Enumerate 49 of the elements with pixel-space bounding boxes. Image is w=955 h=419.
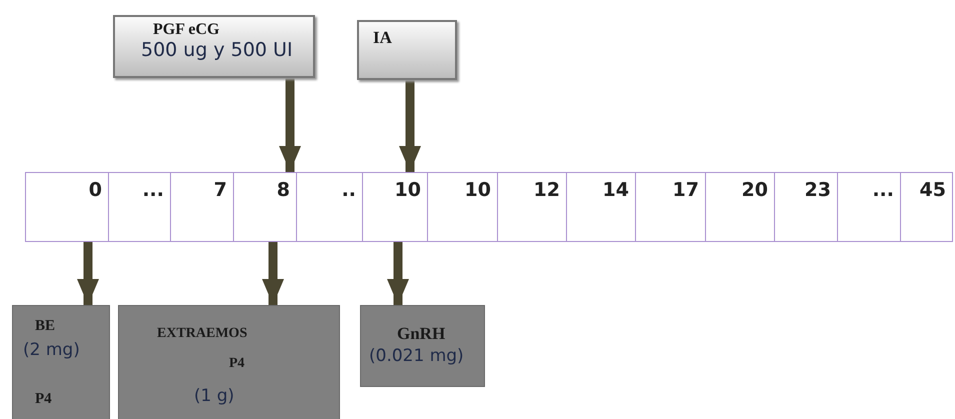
arrow <box>399 80 421 172</box>
treatment-box <box>360 305 485 387</box>
treatment-label: PGF eCG <box>153 21 220 39</box>
timeline-cell <box>635 172 706 242</box>
timeline-cell <box>296 172 363 242</box>
day-number: 12 <box>534 178 561 201</box>
day-number: 8 <box>276 178 291 201</box>
day-number: 23 <box>804 178 832 201</box>
day-number: 17 <box>672 178 700 201</box>
arrow <box>77 242 99 305</box>
timeline-cell <box>705 172 775 242</box>
timeline-cell <box>566 172 636 242</box>
timeline-cell <box>362 172 428 242</box>
dose-text: (2 mg) <box>23 340 80 360</box>
treatment-label: BE <box>35 318 56 335</box>
day-number: ... <box>142 178 165 201</box>
day-number: .. <box>342 178 357 201</box>
timeline-cell <box>837 172 901 242</box>
dose-text: (0.021 mg) <box>369 346 464 366</box>
treatment-label: EXTRAEMOS <box>157 326 248 342</box>
timeline-cell <box>25 172 109 242</box>
treatment-label: P4 <box>229 356 245 372</box>
day-number: 7 <box>214 178 228 201</box>
day-number: 45 <box>920 178 947 201</box>
arrow <box>279 78 301 172</box>
label-box <box>357 20 457 80</box>
treatment-box <box>118 305 340 419</box>
treatment-label: P4 <box>35 391 52 408</box>
treatment-box <box>12 305 110 419</box>
day-number: 10 <box>464 178 492 201</box>
timeline-cell <box>774 172 838 242</box>
day-number: 0 <box>88 178 103 201</box>
arrow <box>387 242 409 305</box>
dose-text: 500 ug y 500 UI <box>141 39 293 61</box>
timeline-cell <box>900 172 953 242</box>
day-number: 20 <box>742 178 769 201</box>
timeline-cell <box>170 172 234 242</box>
timeline-cell <box>427 172 498 242</box>
timeline-cell <box>233 172 297 242</box>
timeline-cell <box>108 172 171 242</box>
treatment-label: GnRH <box>397 324 446 344</box>
treatment-label: IA <box>373 28 392 48</box>
day-number: ... <box>872 178 895 201</box>
day-number: 14 <box>602 178 630 201</box>
dose-text: (1 g) <box>194 386 234 406</box>
timeline-cell <box>497 172 567 242</box>
arrow <box>262 242 284 305</box>
day-number: 10 <box>394 178 422 201</box>
label-box <box>113 15 315 78</box>
